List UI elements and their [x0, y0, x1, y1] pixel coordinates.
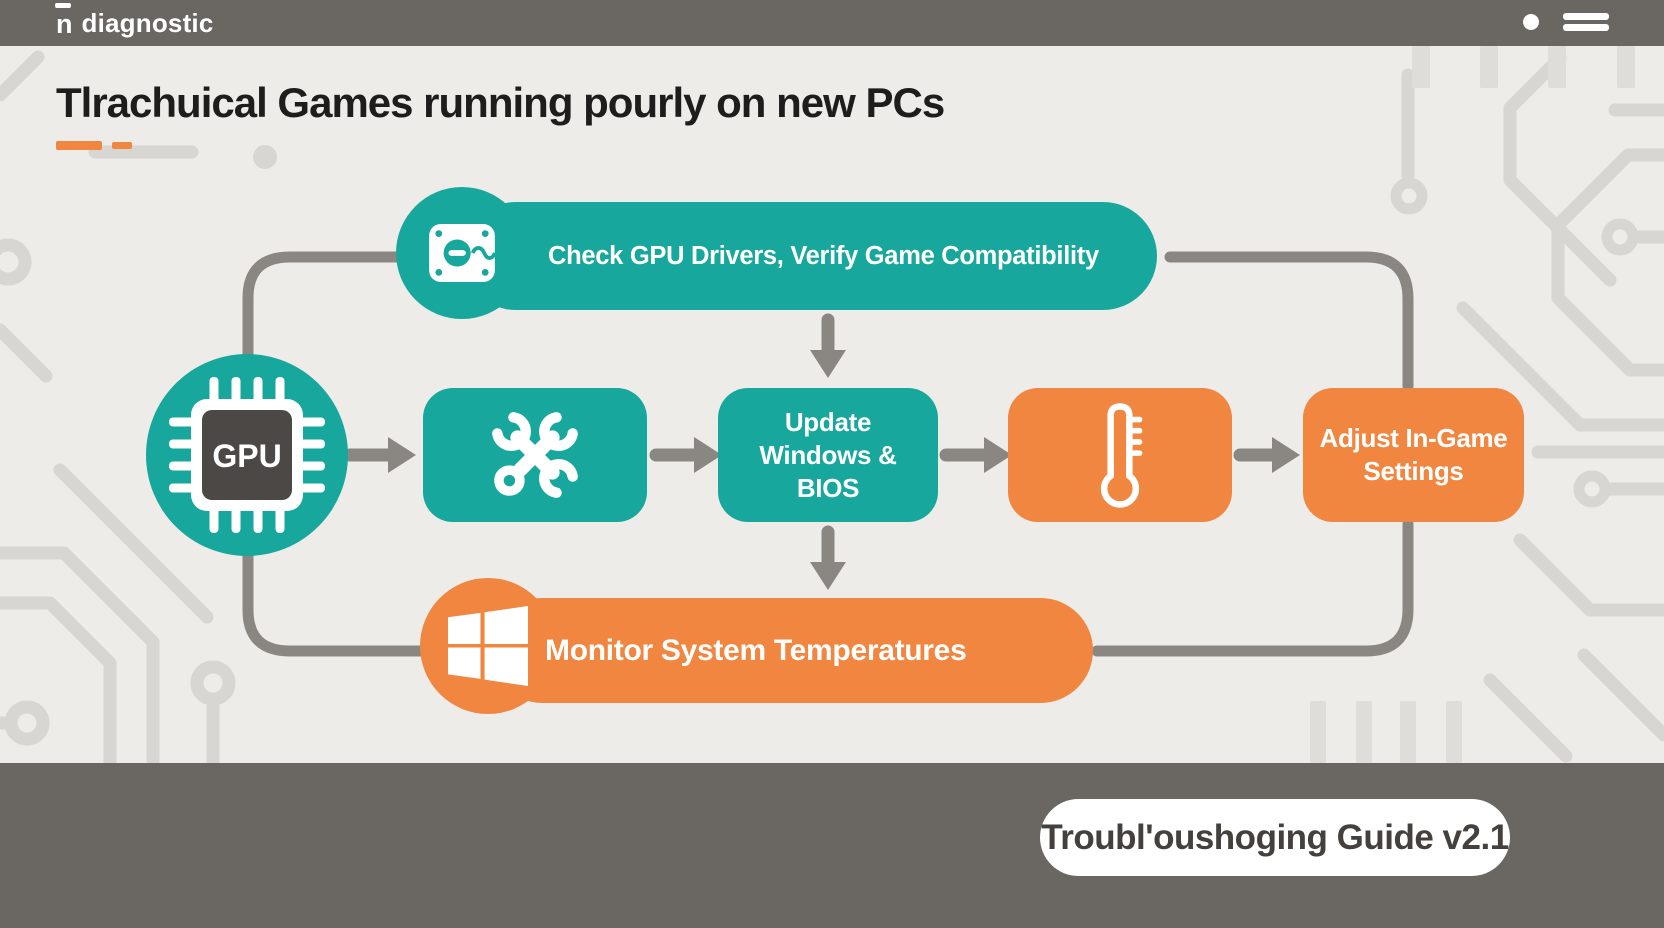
page-title: Tlrachuical Games running pourly on new … — [56, 79, 945, 126]
step-update-windows-bios: Update Windows & BIOS — [718, 388, 938, 522]
step-check-gpu-drivers — [462, 202, 1157, 310]
hamburger-menu-icon[interactable] — [1563, 12, 1609, 34]
connector-top-pill-to-adjust — [1164, 251, 1414, 392]
step-repair-tools — [423, 388, 647, 522]
brand-name: diagnostic — [81, 7, 214, 38]
top-app-bar: n diagnostic — [0, 0, 1664, 46]
crossed-wrenches-icon — [492, 412, 578, 498]
brand-logo-icon: n — [55, 2, 73, 39]
step-update-windows-bios-label: Update Windows & BIOS — [759, 406, 897, 503]
connector-gpu-to-top-pill — [242, 251, 406, 360]
connector-adjust-to-bottom-pill — [1091, 518, 1414, 657]
windows-badge — [420, 578, 556, 714]
title-underline-small — [112, 142, 132, 149]
title-underline — [56, 141, 102, 150]
step-check-temperature — [1008, 388, 1232, 522]
thermometer-icon — [1100, 403, 1143, 508]
windows-logo-icon — [448, 606, 528, 686]
step-adjust-ingame-settings-label: Adjust In-Game Settings — [1319, 423, 1508, 486]
gpu-driver-badge — [396, 187, 528, 319]
guide-version-badge: Troubl'oushoging Guide v2.1 — [1040, 799, 1510, 876]
gpu-chip-label: GPU — [212, 438, 281, 474]
step-monitor-temperatures — [490, 598, 1093, 703]
guide-version-label: Troubl'oushoging Guide v2.1 — [1041, 817, 1509, 857]
start-node-gpu: GPU — [146, 354, 348, 556]
footer-bar: Troubl'oushoging Guide v2.1 — [0, 763, 1664, 928]
status-dot-icon — [1523, 14, 1539, 30]
step-check-gpu-drivers-label: Check GPU Drivers, Verify Game Compatibi… — [548, 241, 1099, 270]
gpu-chip-icon: GPU — [169, 377, 325, 533]
brand-logo: n diagnostic — [55, 0, 214, 46]
connector-gpu-to-bottom-pill — [242, 550, 430, 657]
step-monitor-temperatures-label: Monitor System Temperatures — [545, 633, 967, 667]
gpu-driver-card-icon — [429, 224, 495, 282]
step-adjust-ingame-settings: Adjust In-Game Settings — [1303, 388, 1524, 522]
